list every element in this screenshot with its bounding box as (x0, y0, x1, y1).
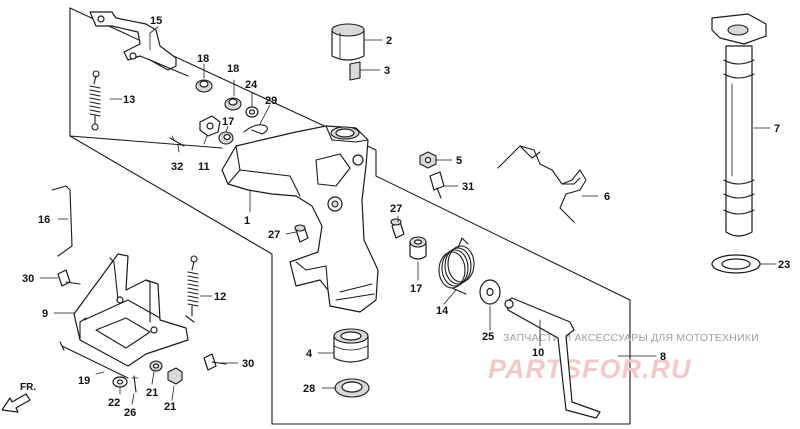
part-28-seal (334, 378, 370, 398)
callout-7: 7 (774, 123, 780, 135)
part-10-lever-rod (504, 297, 601, 419)
part-25-washer (479, 279, 501, 305)
callout-17-upper: 17 (222, 116, 234, 128)
callout-16: 16 (38, 214, 50, 226)
callout-30-left: 30 (22, 273, 34, 285)
callout-21-right: 21 (164, 401, 176, 413)
callout-9: 9 (42, 308, 48, 320)
part-15-bracket (89, 11, 189, 77)
part-9-base-assembly (73, 253, 195, 367)
callout-6: 6 (604, 191, 610, 203)
part-19-long-rod (59, 341, 129, 379)
part-30-bolt-left (57, 269, 81, 287)
part-29-clip (243, 124, 268, 135)
part-6-wire-spring (497, 145, 587, 223)
part-3-plate (349, 61, 361, 81)
part-5-nut (419, 151, 437, 169)
callout-12: 12 (214, 291, 226, 303)
callout-25: 25 (482, 331, 494, 343)
part-30-bolt-right (203, 353, 227, 371)
part-2-sleeve (331, 23, 365, 61)
callout-3: 3 (384, 65, 390, 77)
callout-26: 26 (124, 407, 136, 419)
callout-8: 8 (660, 351, 666, 363)
leader-lines (39, 26, 777, 405)
part-18-bushing-upper (195, 79, 213, 93)
part-23-washer (711, 254, 761, 274)
part-11-lever (199, 115, 221, 137)
watermark: ЗАПЧАСТИ И АКСЕССУАРЫ ДЛЯ МОТОТЕХНИКИ PA… (488, 332, 759, 384)
callout-24: 24 (245, 79, 258, 91)
callout-18-upper: 18 (197, 53, 209, 65)
callout-5: 5 (456, 155, 462, 167)
callout-30-right: 30 (242, 358, 254, 370)
callout-13: 13 (123, 94, 135, 106)
callout-1: 1 (244, 215, 250, 227)
callout-22: 22 (108, 397, 120, 409)
callout-31: 31 (462, 181, 474, 193)
callout-28: 28 (303, 383, 315, 395)
callout-11: 11 (198, 161, 210, 173)
part-24-washer (245, 106, 259, 118)
part-7-swivel-shaft (711, 13, 767, 237)
callout-18-lower: 18 (227, 63, 239, 75)
callout-32: 32 (171, 161, 183, 173)
assembly-frame (69, 7, 631, 425)
part-32-pin (169, 135, 185, 147)
callout-10: 10 (532, 347, 544, 359)
part-16-rod (51, 185, 73, 257)
part-22-washer (112, 376, 128, 388)
callout-19: 19 (78, 375, 90, 387)
watermark-caption: ЗАПЧАСТИ И АКСЕССУАРЫ ДЛЯ МОТОТЕХНИКИ (503, 332, 759, 344)
callout-labels: 15 13 18 18 24 29 17 11 32 2 3 5 31 6 7 … (22, 15, 790, 419)
part-17-collar-upper (218, 131, 234, 145)
part-1-swivel-bracket (221, 125, 379, 313)
front-direction-label: FR. (20, 382, 36, 393)
part-4-bushing (333, 328, 369, 363)
watermark-brand: PARTSFOR.RU (488, 354, 692, 384)
callout-21-left: 21 (146, 387, 158, 399)
callout-15: 15 (150, 15, 162, 27)
callout-4: 4 (306, 348, 313, 360)
front-direction-arrow-icon (1, 393, 31, 413)
part-27-screw-upper (390, 218, 405, 239)
part-21-nut-right (167, 367, 183, 385)
part-12-spring (187, 255, 199, 317)
part-14-torsion-spring (438, 237, 475, 295)
callout-23: 23 (778, 259, 790, 271)
part-27-screw-lower (294, 224, 309, 243)
part-13-spring (89, 70, 101, 131)
part-31-bolt (429, 171, 445, 199)
callout-17-lower: 17 (410, 283, 422, 295)
part-18-bushing-lower (224, 97, 242, 111)
callout-2: 2 (386, 35, 392, 47)
callout-27-lower: 27 (268, 229, 280, 241)
part-26-pin (131, 375, 139, 393)
part-21-collar-left (149, 360, 163, 372)
callout-14: 14 (436, 305, 449, 317)
callout-27-upper: 27 (390, 203, 402, 215)
part-17-collar-lower (409, 236, 427, 260)
callout-29: 29 (265, 95, 277, 107)
